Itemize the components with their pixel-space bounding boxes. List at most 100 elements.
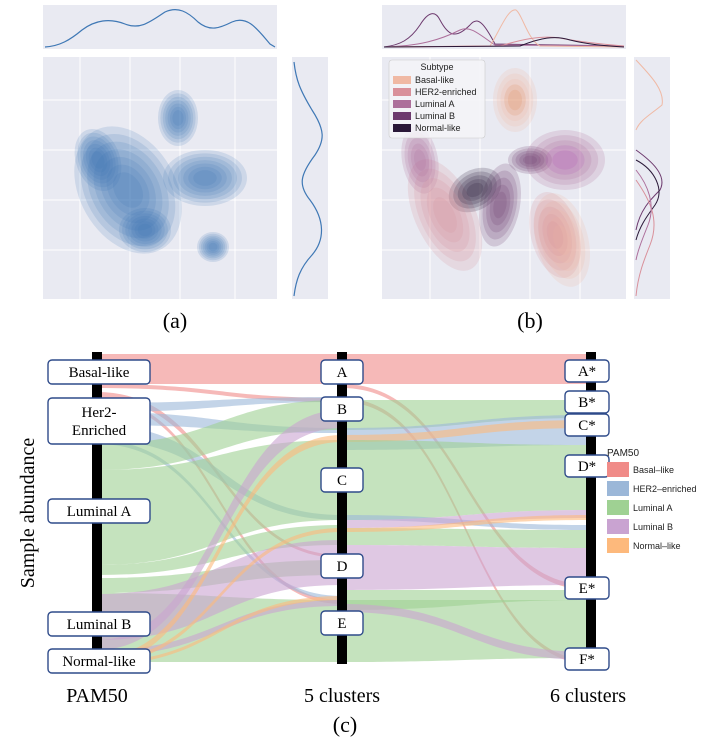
density-contour <box>507 89 523 111</box>
flow-band <box>97 435 342 664</box>
panel-a-grid <box>43 57 277 299</box>
flow-band <box>342 440 591 520</box>
node-label: D* <box>578 459 596 475</box>
density-contour <box>197 232 229 262</box>
cluster6-node[interactable]: B* <box>564 390 610 414</box>
density-contour <box>414 149 426 171</box>
density-contour <box>106 164 150 216</box>
cluster5-node[interactable]: C <box>320 467 364 493</box>
node-label: B <box>337 402 347 418</box>
density-contour <box>462 179 488 201</box>
panel-a: (a) <box>43 5 328 333</box>
density-contour <box>131 218 159 242</box>
density-contour <box>162 96 194 140</box>
node-label: A* <box>578 364 596 380</box>
density-contour <box>193 170 217 186</box>
density-contour <box>401 126 439 194</box>
pam50-node[interactable]: Luminal B <box>47 611 151 637</box>
density-contour <box>504 84 526 116</box>
density-contour <box>552 150 578 170</box>
node-label: Luminal A <box>67 504 132 520</box>
node-label: A <box>337 365 348 381</box>
density-contour <box>183 163 227 193</box>
flow-band <box>342 354 591 384</box>
density-contour <box>486 177 514 233</box>
legend-label: Luminal A <box>415 99 455 109</box>
density-contour <box>545 145 585 175</box>
stratum-bar <box>586 352 596 664</box>
density-contour <box>457 175 493 205</box>
density-contour <box>173 156 237 200</box>
pam50-node[interactable]: Luminal A <box>47 498 151 524</box>
density-contour <box>548 217 576 263</box>
flow-band <box>97 528 342 664</box>
pam50-node[interactable]: Normal-like <box>47 648 151 674</box>
density-contour <box>77 132 119 188</box>
flow-band <box>97 596 342 665</box>
density-contour <box>74 126 182 254</box>
density-contour <box>100 156 156 224</box>
density-contour <box>202 237 224 257</box>
density-contour <box>433 197 457 233</box>
density-contour <box>426 187 464 243</box>
cluster6-node[interactable]: C* <box>564 413 610 437</box>
density-contour <box>493 68 537 132</box>
panel-a-top-marginal-curve <box>44 9 276 48</box>
cluster6-node[interactable]: E* <box>564 576 610 600</box>
cluster5-node[interactable]: E <box>320 610 364 636</box>
density-contour <box>407 137 433 183</box>
density-contour <box>172 110 184 126</box>
density-contour <box>134 221 156 239</box>
density-contour <box>533 193 591 287</box>
density-contour <box>500 78 530 122</box>
legend-swatch <box>393 76 411 84</box>
legend-swatch <box>607 538 629 553</box>
density-contour <box>128 215 162 245</box>
panel-a-top-marginal-bg <box>43 5 277 49</box>
node-label: Luminal B <box>67 617 132 633</box>
node-label: E <box>337 616 346 632</box>
node-label: Basal-like <box>69 365 130 381</box>
cluster6-node[interactable]: D* <box>564 454 610 478</box>
cluster5-node[interactable]: A <box>320 359 364 385</box>
legend-label: Normal–like <box>633 541 681 551</box>
density-contour <box>529 192 581 278</box>
cluster6-node[interactable]: A* <box>564 359 610 383</box>
legend-swatch <box>393 100 411 108</box>
density-contour <box>553 225 571 255</box>
flow-band <box>342 420 591 442</box>
panel-b-top-marginal-curves <box>383 9 625 48</box>
flow-band <box>342 515 591 532</box>
panel-a-right-marginal-bg <box>292 57 328 299</box>
density-contour <box>522 155 538 165</box>
panel-c-legend-title: PAM50 <box>607 448 639 459</box>
density-contour <box>83 140 113 180</box>
node-label: B* <box>578 395 596 411</box>
density-contour <box>122 210 168 250</box>
pam50-node[interactable]: Basal-like <box>47 359 151 385</box>
density-contour <box>93 149 163 231</box>
density-contour <box>410 143 430 177</box>
density-contour <box>198 233 228 261</box>
node-label: F* <box>579 652 595 668</box>
density-contour <box>137 223 153 237</box>
flow-band <box>97 540 342 640</box>
node-label: Normal-like <box>62 654 136 670</box>
density-contour <box>543 209 581 271</box>
node-label: E* <box>579 581 596 597</box>
density-contour <box>74 129 122 191</box>
pam50-node[interactable]: Her2-Enriched <box>47 397 151 445</box>
density-contour <box>515 150 545 170</box>
legend-swatch <box>607 519 629 534</box>
density-contour <box>85 143 111 177</box>
axis-label-6-clusters: 6 clusters <box>550 685 626 707</box>
density-contour <box>511 148 549 172</box>
cluster5-node[interactable]: B <box>320 396 364 422</box>
y-axis-label: Sample abundance <box>17 438 39 589</box>
legend-label: Luminal A <box>633 503 673 513</box>
cluster6-node[interactable]: F* <box>564 647 610 671</box>
cluster5-node[interactable]: D <box>320 553 364 579</box>
density-contour <box>206 241 220 253</box>
